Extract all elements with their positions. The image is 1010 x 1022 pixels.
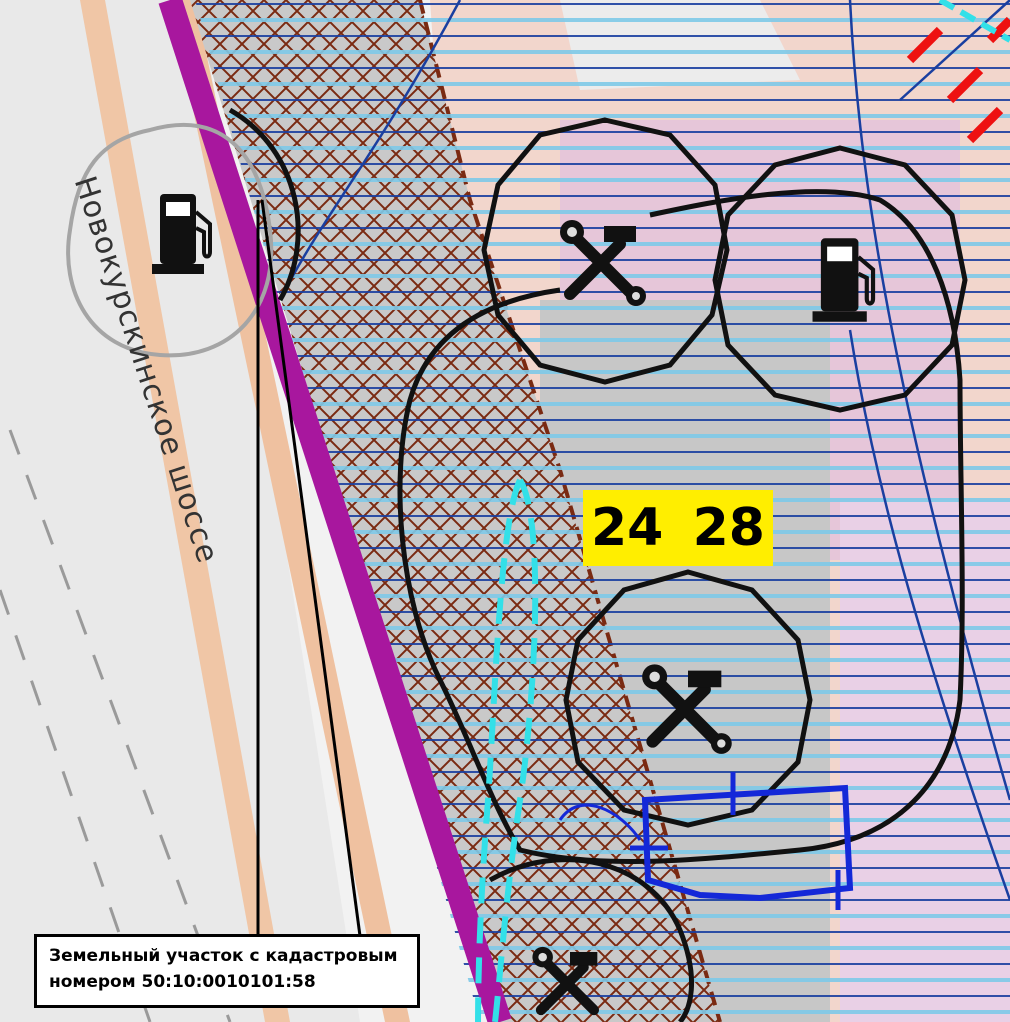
boundary-line [899, 0, 1010, 101]
cyan-dash-top [938, 0, 1010, 43]
parcel-arc [558, 803, 642, 841]
callout-leader-line [260, 199, 362, 937]
protection-zone-arc [228, 107, 301, 302]
callout-line-2: номером 50:10:0010101:58 [49, 972, 316, 992]
zone-code-label[interactable]: 24 28 [583, 490, 773, 566]
road-edge-strip [80, 0, 290, 1022]
road-edge-strip [170, 0, 410, 1022]
service-station-icon[interactable] [556, 212, 652, 308]
boundary-line [278, 0, 462, 301]
protection-zone-circle [563, 569, 813, 828]
magenta-boundary [158, 0, 512, 1022]
red-dash-marks [906, 16, 1010, 144]
fuel-zone-outline [66, 123, 274, 358]
cyan-dashed-zone [475, 478, 539, 1022]
zone-code-1: 24 [591, 498, 664, 558]
sanitary-zone-outline [397, 189, 965, 865]
protection-zone-arc [488, 857, 694, 1022]
fuel-station-icon[interactable] [148, 188, 224, 280]
road-dash-line [8, 429, 232, 1022]
cadastral-parcel [641, 784, 854, 902]
service-station-icon[interactable] [522, 940, 618, 1022]
protection-zone-circle [481, 117, 730, 385]
zone-code-2: 28 [692, 498, 765, 558]
boundary-line [848, 0, 1010, 801]
service-station-icon[interactable] [636, 656, 740, 756]
cadastral-callout[interactable]: Земельный участок с кадастровым номером … [34, 934, 420, 1008]
fuel-station-icon[interactable] [808, 232, 888, 328]
boundary-line [848, 329, 1010, 901]
callout-line-1: Земельный участок с кадастровым [49, 946, 398, 966]
protection-zone-circle [712, 145, 968, 413]
